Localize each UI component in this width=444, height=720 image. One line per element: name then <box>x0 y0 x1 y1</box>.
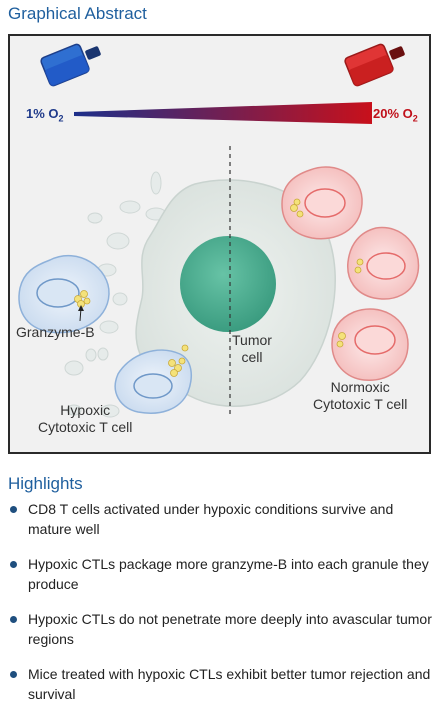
highlight-item: CD8 T cells activated under hypoxic cond… <box>8 500 438 539</box>
bullet-icon <box>10 506 17 513</box>
normoxic-t-cell-bottom <box>331 308 409 381</box>
highlights-list: CD8 T cells activated under hypoxic cond… <box>8 500 438 704</box>
highlight-item: Mice treated with hypoxic CTLs exhibit b… <box>8 665 438 704</box>
granzyme-arrowhead <box>78 305 84 311</box>
hypoxic-t-cell-engaged <box>114 344 193 414</box>
highlight-item: Hypoxic CTLs do not penetrate more deepl… <box>8 610 438 649</box>
hypoxic-t-cell-left <box>18 254 110 334</box>
normoxic-ctl-label: Normoxic Cytotoxic T cell <box>313 379 408 412</box>
bullet-icon <box>10 616 17 623</box>
tumor-cell-label: Tumor cell <box>232 332 272 365</box>
normoxic-t-cell-top <box>281 166 363 240</box>
normoxic-t-cell-middle <box>347 226 420 300</box>
highlight-item: Hypoxic CTLs package more granzyme-B int… <box>8 555 438 594</box>
oxygen-high-label: 20% O2 <box>373 106 418 124</box>
highlights-title: Highlights <box>8 474 83 493</box>
graphical-abstract-title: Graphical Abstract <box>8 4 147 23</box>
oxygen-low-label: 1% O2 <box>26 106 64 124</box>
graphical-abstract-figure: 1% O2 20% O2 Granzyme-B Tumor cell Hypox… <box>8 34 431 454</box>
hypoxic-flask-icon <box>40 43 101 87</box>
tumor-nucleus <box>180 236 276 332</box>
normoxic-flask-icon <box>344 43 405 87</box>
bullet-icon <box>10 561 17 568</box>
hypoxic-ctl-label: Hypoxic Cytotoxic T cell <box>38 402 133 435</box>
granzyme-label: Granzyme-B <box>16 324 95 340</box>
bullet-icon <box>10 671 17 678</box>
cell-debris <box>64 171 167 418</box>
figure-illustration <box>18 43 420 418</box>
highlights-section: Highlights CD8 T cells activated under h… <box>8 474 438 720</box>
oxygen-gradient-bar <box>74 102 372 124</box>
